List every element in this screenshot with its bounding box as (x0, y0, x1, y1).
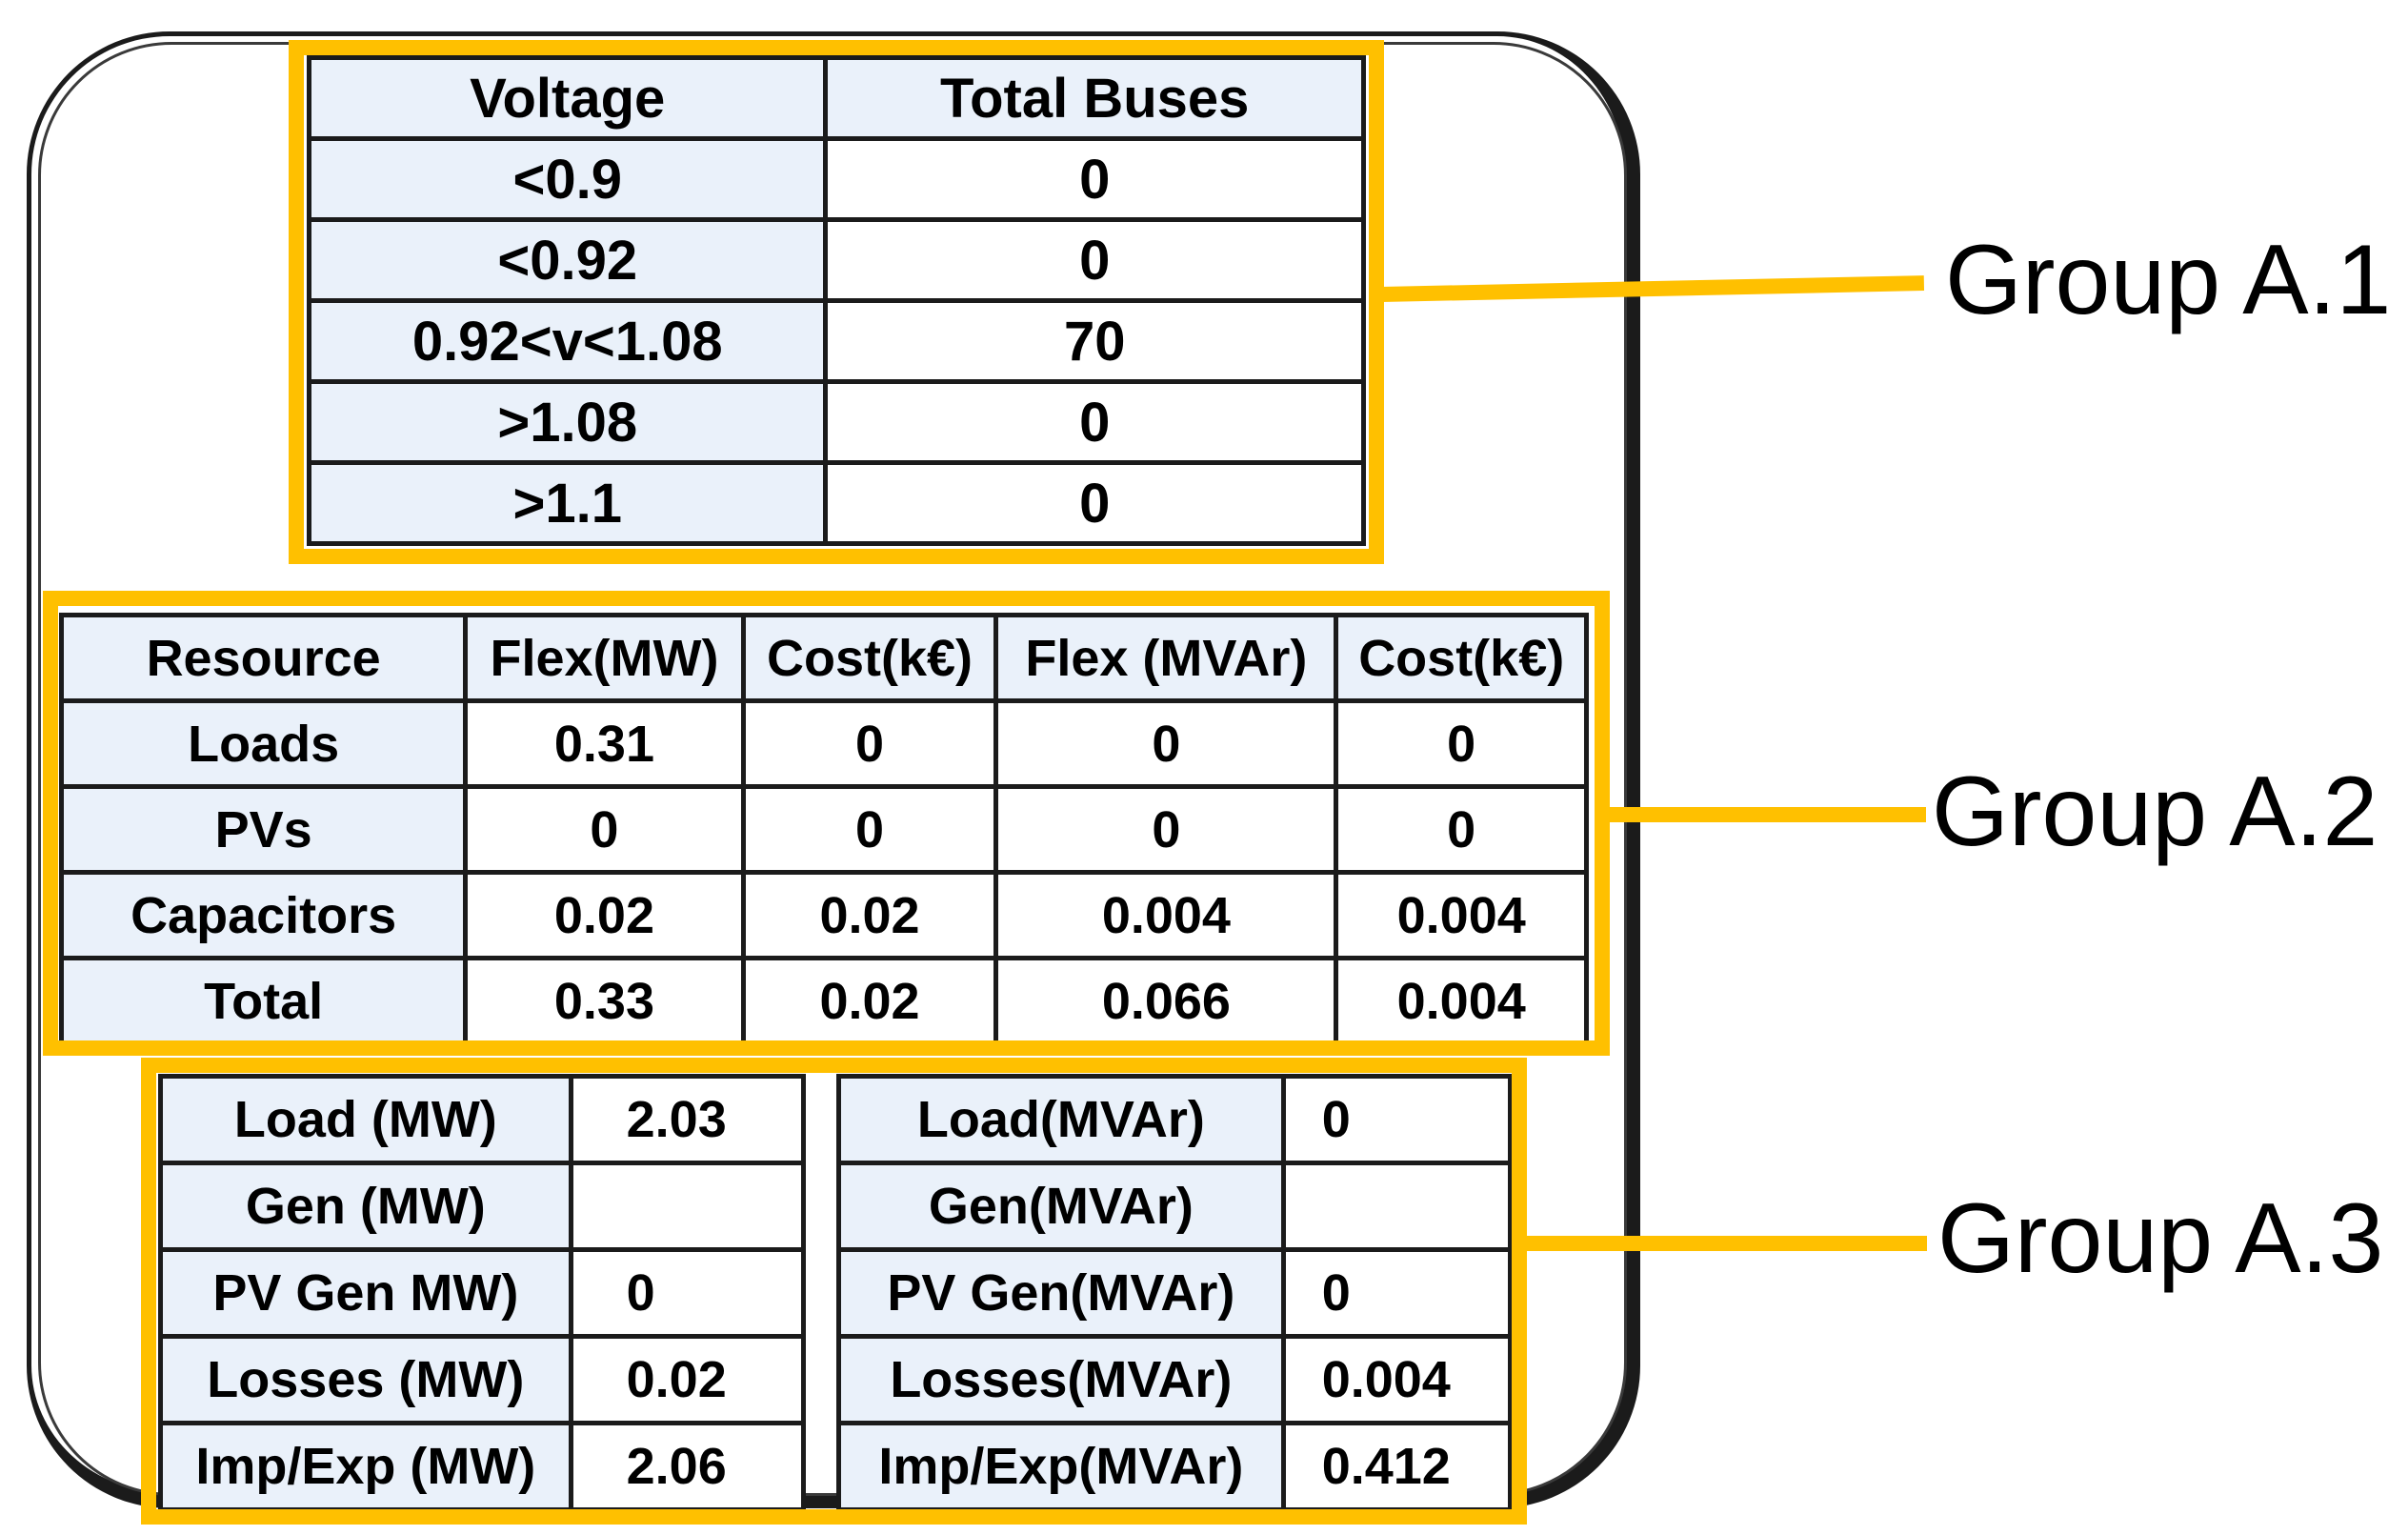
column-header: Flex (MVAr) (993, 613, 1339, 703)
table-row: Gen(MVAr) (836, 1161, 1514, 1252)
value-cell: 0 (823, 217, 1366, 303)
group-a2-connector-line (1606, 807, 1926, 822)
row-label-cell: Gen (MW) (158, 1161, 573, 1252)
value-cell: 2.03 (568, 1074, 807, 1165)
value-cell: 0 (1334, 784, 1589, 875)
value-cell: 0.066 (993, 956, 1339, 1046)
value-cell: 0.02 (568, 1334, 807, 1425)
voltage-table: Voltage Total Buses <0.9 0 <0.92 0 0.92<… (306, 55, 1366, 546)
table-row: Imp/Exp(MVAr) 0.412 (836, 1421, 1514, 1512)
group-a3-label: Group A.3 (1937, 1183, 2384, 1294)
row-label-cell: Loads (58, 698, 469, 789)
table-row: Gen (MW) (158, 1161, 807, 1252)
value-cell: 0 (993, 784, 1339, 875)
table-row: PV Gen MW) 0 (158, 1247, 807, 1339)
table-header-row: Resource Flex(MW) Cost(k€) Flex (MVAr) C… (58, 613, 1589, 703)
column-header: Cost(k€) (1334, 613, 1589, 703)
value-cell: 0.004 (993, 870, 1339, 960)
table-row: Load (MW) 2.03 (158, 1074, 807, 1165)
value-cell: 0 (740, 698, 999, 789)
table-row: Total 0.33 0.02 0.066 0.004 (58, 956, 1589, 1046)
table-row: <0.9 0 (306, 136, 1366, 222)
table-row: Loads 0.31 0 0 0 (58, 698, 1589, 789)
value-cell: 0.31 (463, 698, 746, 789)
value-cell: 0 (1334, 698, 1589, 789)
row-label-cell: Load(MVAr) (836, 1074, 1286, 1165)
value-cell: 0.02 (463, 870, 746, 960)
row-label-cell: PV Gen MW) (158, 1247, 573, 1339)
value-cell: 0 (568, 1247, 807, 1339)
group-a1-highlight-box (289, 40, 1384, 564)
row-label-cell: >1.1 (306, 460, 829, 546)
value-cell: 0 (823, 460, 1366, 546)
value-cell: 0.33 (463, 956, 746, 1046)
row-label-cell: 0.92<v<1.08 (306, 298, 829, 384)
row-label-cell: Losses(MVAr) (836, 1334, 1286, 1425)
value-cell: 0 (1280, 1247, 1514, 1339)
value-cell: 0.02 (740, 956, 999, 1046)
row-label-cell: Total (58, 956, 469, 1046)
value-cell: 70 (823, 298, 1366, 384)
column-header: Total Buses (823, 55, 1366, 141)
column-header: Flex(MW) (463, 613, 746, 703)
flexibility-table: Resource Flex(MW) Cost(k€) Flex (MVAr) C… (58, 613, 1589, 1046)
table-row: 0.92<v<1.08 70 (306, 298, 1366, 384)
value-cell (1280, 1161, 1514, 1252)
group-a2-label: Group A.2 (1932, 757, 2378, 867)
group-a3-connector-line (1523, 1236, 1927, 1251)
value-cell: 0.004 (1334, 956, 1589, 1046)
value-cell: 0 (993, 698, 1339, 789)
row-label-cell: PV Gen(MVAr) (836, 1247, 1286, 1339)
group-a3-highlight-box (141, 1058, 1527, 1525)
row-label-cell: Losses (MW) (158, 1334, 573, 1425)
value-cell: 0.02 (740, 870, 999, 960)
value-cell: 0.004 (1334, 870, 1589, 960)
table-header-row: Voltage Total Buses (306, 55, 1366, 141)
value-cell: 0 (1280, 1074, 1514, 1165)
table-row: Losses (MW) 0.02 (158, 1334, 807, 1425)
table-row: Imp/Exp (MW) 2.06 (158, 1421, 807, 1512)
row-label-cell: PVs (58, 784, 469, 875)
row-label-cell: Gen(MVAr) (836, 1161, 1286, 1252)
reactive-power-table: Load(MVAr) 0 Gen(MVAr) PV Gen(MVAr) 0 Lo… (836, 1074, 1514, 1512)
value-cell: 0.004 (1280, 1334, 1514, 1425)
table-row: >1.1 0 (306, 460, 1366, 546)
table-row: >1.08 0 (306, 379, 1366, 465)
group-a1-label: Group A.1 (1945, 225, 2392, 335)
value-cell: 0 (740, 784, 999, 875)
row-label-cell: <0.92 (306, 217, 829, 303)
column-header: Cost(k€) (740, 613, 999, 703)
active-power-table: Load (MW) 2.03 Gen (MW) PV Gen MW) 0 Los… (158, 1074, 807, 1512)
value-cell (568, 1161, 807, 1252)
table-row: Losses(MVAr) 0.004 (836, 1334, 1514, 1425)
value-cell: 2.06 (568, 1421, 807, 1512)
row-label-cell: <0.9 (306, 136, 829, 222)
column-header: Voltage (306, 55, 829, 141)
table-row: Capacitors 0.02 0.02 0.004 0.004 (58, 870, 1589, 960)
value-cell: 0 (463, 784, 746, 875)
row-label-cell: Imp/Exp (MW) (158, 1421, 573, 1512)
table-row: Load(MVAr) 0 (836, 1074, 1514, 1165)
value-cell: 0 (823, 136, 1366, 222)
table-row: PV Gen(MVAr) 0 (836, 1247, 1514, 1339)
value-cell: 0 (823, 379, 1366, 465)
row-label-cell: Capacitors (58, 870, 469, 960)
row-label-cell: Imp/Exp(MVAr) (836, 1421, 1286, 1512)
column-header: Resource (58, 613, 469, 703)
table-row: <0.92 0 (306, 217, 1366, 303)
group-a2-highlight-box (43, 591, 1610, 1056)
table-row: PVs 0 0 0 0 (58, 784, 1589, 875)
value-cell: 0.412 (1280, 1421, 1514, 1512)
row-label-cell: >1.08 (306, 379, 829, 465)
row-label-cell: Load (MW) (158, 1074, 573, 1165)
